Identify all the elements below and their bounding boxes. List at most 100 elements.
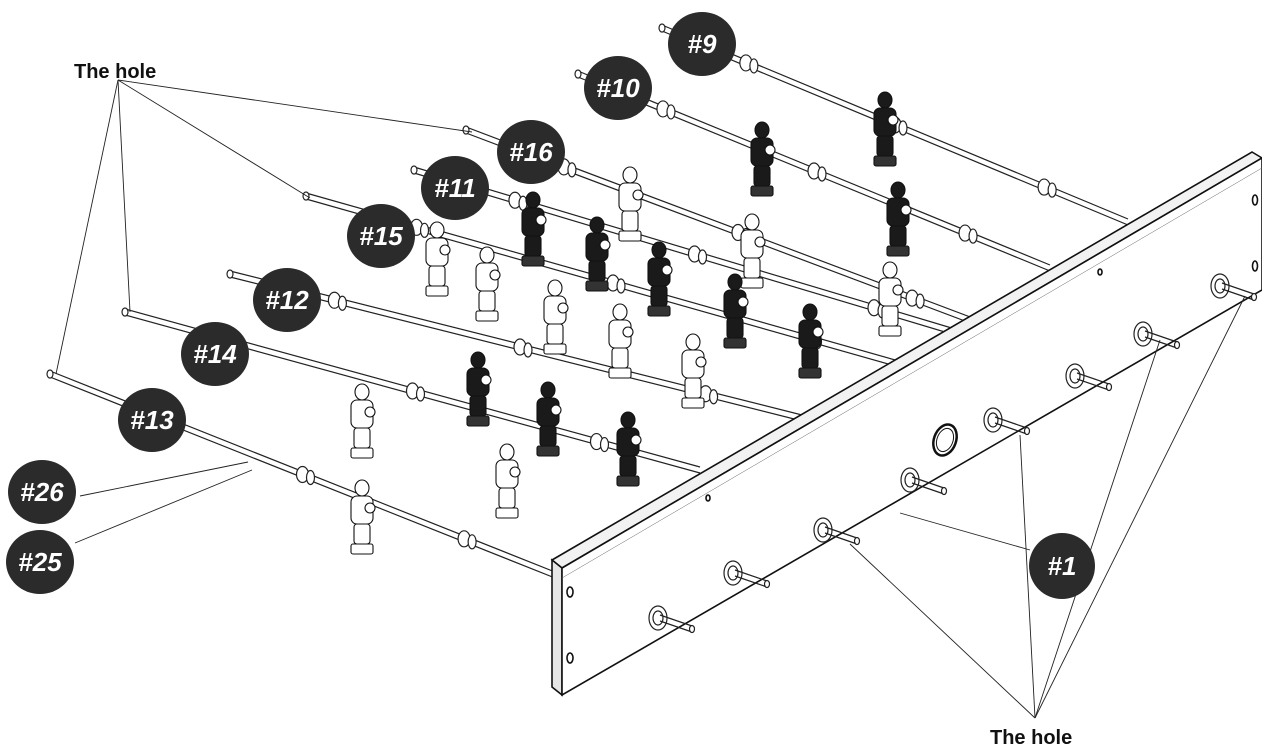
player-figure-light xyxy=(543,279,569,355)
badge-part-26: #26 xyxy=(8,460,76,524)
player-figure-dark xyxy=(723,273,749,349)
leader-lines xyxy=(55,79,1246,719)
badge-label: #10 xyxy=(596,73,640,103)
player-figure-dark xyxy=(466,351,492,427)
rod-collar xyxy=(666,104,676,120)
rod-collar xyxy=(697,249,708,265)
badge-label: #11 xyxy=(434,173,475,203)
badge-circle xyxy=(1029,533,1095,599)
rod-stub-end xyxy=(1250,292,1258,302)
rod-stub xyxy=(1076,372,1110,385)
rod-collar xyxy=(599,436,610,453)
badge-part-11: #11 xyxy=(421,156,489,220)
rod-ends xyxy=(648,273,1258,634)
bushing-inner xyxy=(987,412,999,428)
badge-part-15: #15 xyxy=(347,204,415,268)
player-figure-light xyxy=(350,479,376,555)
rod-stub xyxy=(659,614,693,627)
player-figure-dark xyxy=(585,216,611,292)
rod-end-hole xyxy=(658,23,666,33)
rods xyxy=(46,23,1129,579)
player-figure-dark xyxy=(616,411,642,487)
player-figure-dark xyxy=(536,381,562,457)
player-figure-light xyxy=(495,443,521,519)
badge-circle xyxy=(181,322,249,386)
player-figure-dark xyxy=(521,191,547,267)
player-figure-dark xyxy=(886,181,912,257)
rod-stub xyxy=(911,482,945,495)
bushing-inner xyxy=(904,472,916,488)
player-figure-light xyxy=(350,383,376,459)
badge-circle xyxy=(6,530,74,594)
player-figure-dark xyxy=(873,91,899,167)
rod-collar xyxy=(817,166,827,182)
player-figure-light xyxy=(740,213,766,289)
rod-stub xyxy=(1221,288,1255,301)
badge-circle xyxy=(347,204,415,268)
rod-collar xyxy=(915,293,925,309)
rod-collar xyxy=(415,386,426,402)
rod-collar xyxy=(305,469,316,486)
part-number-badges: #9 #10 #16 #11 #15 #12 #14 #13 #26 #25 #1 xyxy=(6,12,1095,599)
rod-stub-end xyxy=(688,624,696,634)
player-figure-light xyxy=(681,333,707,409)
rod-stub xyxy=(1221,282,1255,295)
player-figure-dark xyxy=(750,121,776,197)
badge-circle xyxy=(118,388,186,452)
rod-end-hole xyxy=(410,165,418,175)
badge-part-16: #16 xyxy=(497,120,565,184)
rod-end-hole xyxy=(462,125,470,135)
rod-stub xyxy=(994,422,1028,435)
badge-part-1: #1 xyxy=(1029,533,1095,599)
rod-stub-end xyxy=(1173,340,1181,350)
badge-label: #25 xyxy=(18,547,62,577)
rod-end-hole xyxy=(226,269,234,279)
badge-part-9: #9 xyxy=(668,12,736,76)
rod-collar xyxy=(419,222,430,238)
rod-stub-end xyxy=(853,536,861,546)
rod-stub xyxy=(824,532,858,545)
badge-part-14: #14 xyxy=(181,322,249,386)
player-figure-light xyxy=(608,303,634,379)
player-figures xyxy=(350,91,912,555)
badge-label: #1 xyxy=(1048,551,1077,581)
hole-label-bottom: The hole xyxy=(990,727,1072,749)
player-figure-light xyxy=(618,166,644,242)
rod-stub xyxy=(1144,336,1178,349)
rod-collar xyxy=(616,278,626,294)
badge-label: #16 xyxy=(509,137,553,167)
rod-collar xyxy=(523,342,533,358)
rod-stub-end xyxy=(940,486,948,496)
rod-collar xyxy=(749,58,759,74)
side-panel xyxy=(550,151,1262,697)
player-figure-light xyxy=(425,221,451,297)
rod-collar xyxy=(1047,182,1057,198)
rod-stub xyxy=(659,620,693,633)
badge-label: #15 xyxy=(359,221,403,251)
rod-stub xyxy=(994,416,1028,429)
rod-collar xyxy=(898,120,908,136)
bushing-inner xyxy=(1137,326,1149,342)
badge-part-13: #13 xyxy=(118,388,186,452)
bushing-inner xyxy=(817,522,829,538)
rod-collar xyxy=(708,389,719,405)
badge-circle xyxy=(253,268,321,332)
badge-circle xyxy=(8,460,76,524)
badge-part-12: #12 xyxy=(253,268,321,332)
rod-stub xyxy=(734,575,768,588)
player-figure-dark xyxy=(647,241,673,317)
player-figure-light xyxy=(475,246,501,322)
bushing-inner xyxy=(652,610,664,626)
rod-collar xyxy=(467,534,477,550)
rod-end-hole xyxy=(574,69,582,79)
rod-stub xyxy=(1144,330,1178,343)
badge-label: #26 xyxy=(20,477,64,507)
badge-circle xyxy=(497,120,565,184)
badge-label: #13 xyxy=(130,405,174,435)
rod-stub xyxy=(1076,378,1110,391)
rod-end-hole xyxy=(121,307,129,317)
badge-label: #14 xyxy=(193,339,237,369)
rod-stub-end xyxy=(763,579,771,589)
rod-collar xyxy=(968,228,978,244)
